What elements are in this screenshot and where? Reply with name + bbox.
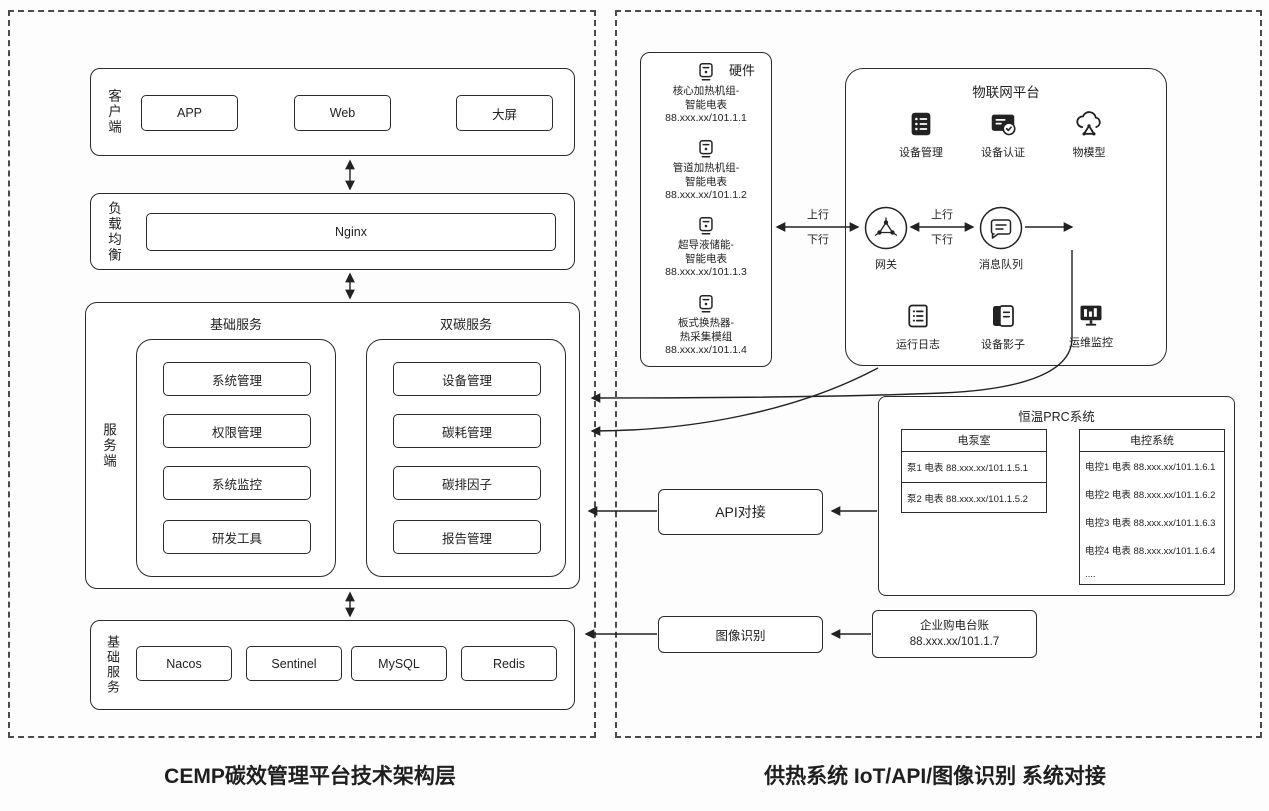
- downlink-label-1: 下行: [807, 234, 829, 246]
- run-log-icon: [904, 301, 932, 331]
- message-queue-node: 消息队列: [979, 206, 1023, 271]
- infra-layer-box: 基础服务 Nacos Sentinel MySQL Redis: [90, 620, 575, 710]
- basic-services-group: 系统管理 权限管理 系统监控 研发工具: [136, 339, 336, 577]
- control-row-more: ....: [1085, 568, 1096, 580]
- service-node-permission-mgmt: 权限管理: [163, 414, 311, 448]
- load-balancer-box: 负载均衡 Nginx: [90, 193, 575, 270]
- device-shadow-feature: 设备影子: [961, 301, 1045, 352]
- api-integration-box: API对接: [658, 489, 823, 535]
- run-log-feature: 运行日志: [876, 301, 960, 352]
- sentinel-node: Sentinel: [246, 646, 342, 681]
- infra-layer-label: 基础服务: [105, 635, 120, 695]
- control-system-header: 电控系统: [1080, 430, 1224, 452]
- pump-room-header: 电泵室: [902, 430, 1046, 452]
- image-recognition-box: 图像识别: [658, 616, 823, 653]
- basic-services-title: 基础服务: [209, 317, 262, 332]
- ops-monitor-feature: 运维监控: [1049, 301, 1133, 350]
- smart-meter-icon: [695, 215, 717, 237]
- hardware-device-2: 管道加热机组- 智能电表 88.xxx.xx/101.1.2: [641, 138, 771, 203]
- nginx-node: Nginx: [146, 213, 556, 251]
- client-app-node: APP: [141, 95, 238, 131]
- device-auth-feature: 设备认证: [961, 109, 1045, 160]
- prc-system-title: 恒温PRC系统: [1018, 410, 1095, 424]
- service-node-device-mgmt: 设备管理: [393, 362, 541, 396]
- device-management-icon: [906, 109, 936, 139]
- control-row-1: 电控1 电表 88.xxx.xx/101.1.6.1: [1085, 462, 1216, 473]
- uplink-label-1: 上行: [807, 209, 829, 221]
- service-node-system-monitor: 系统监控: [163, 466, 311, 500]
- service-node-dev-tools: 研发工具: [163, 520, 311, 554]
- control-system-table: 电控系统 电控1 电表 88.xxx.xx/101.1.6.1 电控2 电表 8…: [1079, 429, 1225, 585]
- control-row-4: 电控4 电表 88.xxx.xx/101.1.6.4: [1085, 546, 1216, 557]
- client-layer-box: 客户端 APP Web 大屏: [90, 68, 575, 156]
- mysql-node: MySQL: [351, 646, 447, 681]
- downlink-label-2: 下行: [931, 234, 953, 246]
- smart-meter-icon: [695, 61, 717, 83]
- uplink-label-2: 上行: [931, 209, 953, 221]
- client-web-node: Web: [294, 95, 391, 131]
- iot-platform-box: 物联网平台 设备管理 设备认证 物模型 网关: [845, 68, 1167, 366]
- smart-meter-icon: [695, 138, 717, 160]
- pump-room-table: 电泵室 泵1 电表 88.xxx.xx/101.1.5.1 泵2 电表 88.x…: [901, 429, 1047, 513]
- pump-row-2: 泵2 电表 88.xxx.xx/101.1.5.2: [902, 482, 1046, 512]
- hardware-title: 硬件: [728, 63, 755, 78]
- server-layer-box: 服务端 基础服务 系统管理 权限管理 系统监控 研发工具 双碳服务 设备管理 碳…: [85, 302, 580, 589]
- service-node-system-mgmt: 系统管理: [163, 362, 311, 396]
- nacos-node: Nacos: [136, 646, 232, 681]
- gateway-icon: [864, 206, 908, 250]
- prc-system-box: 恒温PRC系统 电泵室 泵1 电表 88.xxx.xx/101.1.5.1 泵2…: [878, 396, 1235, 596]
- message-queue-label: 消息队列: [979, 259, 1023, 271]
- hardware-device-3: 超导液储能- 智能电表 88.xxx.xx/101.1.3: [641, 215, 771, 280]
- service-node-carbon-usage: 碳耗管理: [393, 414, 541, 448]
- iot-platform-title: 物联网平台: [972, 85, 1040, 100]
- service-node-carbon-factor: 碳排因子: [393, 466, 541, 500]
- carbon-services-title: 双碳服务: [439, 317, 492, 332]
- hardware-device-1: 核心加热机组- 智能电表 88.xxx.xx/101.1.1: [641, 61, 771, 126]
- thing-model-feature: 物模型: [1047, 109, 1131, 160]
- carbon-services-group: 设备管理 碳耗管理 碳排因子 报告管理: [366, 339, 566, 577]
- control-row-3: 电控3 电表 88.xxx.xx/101.1.6.3: [1085, 518, 1216, 529]
- service-node-report-mgmt: 报告管理: [393, 520, 541, 554]
- right-caption: 供热系统 IoT/API/图像识别 系统对接: [764, 765, 1106, 788]
- gateway-node: 网关: [864, 206, 908, 271]
- message-queue-icon: [979, 206, 1023, 250]
- power-ledger-title: 企业购电台账: [920, 620, 989, 632]
- left-caption: CEMP碳效管理平台技术架构层: [164, 765, 456, 788]
- device-management-feature: 设备管理: [879, 109, 963, 160]
- pump-row-1: 泵1 电表 88.xxx.xx/101.1.5.1: [907, 463, 1028, 474]
- control-row-2: 电控2 电表 88.xxx.xx/101.1.6.2: [1085, 490, 1216, 501]
- power-ledger-address: 88.xxx.xx/101.1.7: [909, 636, 1000, 648]
- thing-model-icon: [1073, 109, 1105, 139]
- hardware-device-4: 板式换热器- 热采集模组 88.xxx.xx/101.1.4: [641, 293, 771, 358]
- redis-node: Redis: [461, 646, 557, 681]
- hardware-box: 硬件 核心加热机组- 智能电表 88.xxx.xx/101.1.1 管道加热机组…: [640, 52, 772, 367]
- smart-meter-icon: [695, 293, 717, 315]
- power-ledger-box: 企业购电台账 88.xxx.xx/101.1.7: [872, 610, 1037, 658]
- gateway-label: 网关: [875, 259, 897, 271]
- server-layer-label: 服务端: [101, 422, 116, 469]
- load-balancer-label: 负载均衡: [106, 200, 121, 263]
- device-shadow-icon: [988, 301, 1018, 331]
- ops-monitor-icon: [1076, 301, 1106, 329]
- device-auth-icon: [988, 109, 1018, 139]
- client-bigscreen-node: 大屏: [456, 95, 553, 131]
- client-layer-label: 客户端: [106, 88, 121, 136]
